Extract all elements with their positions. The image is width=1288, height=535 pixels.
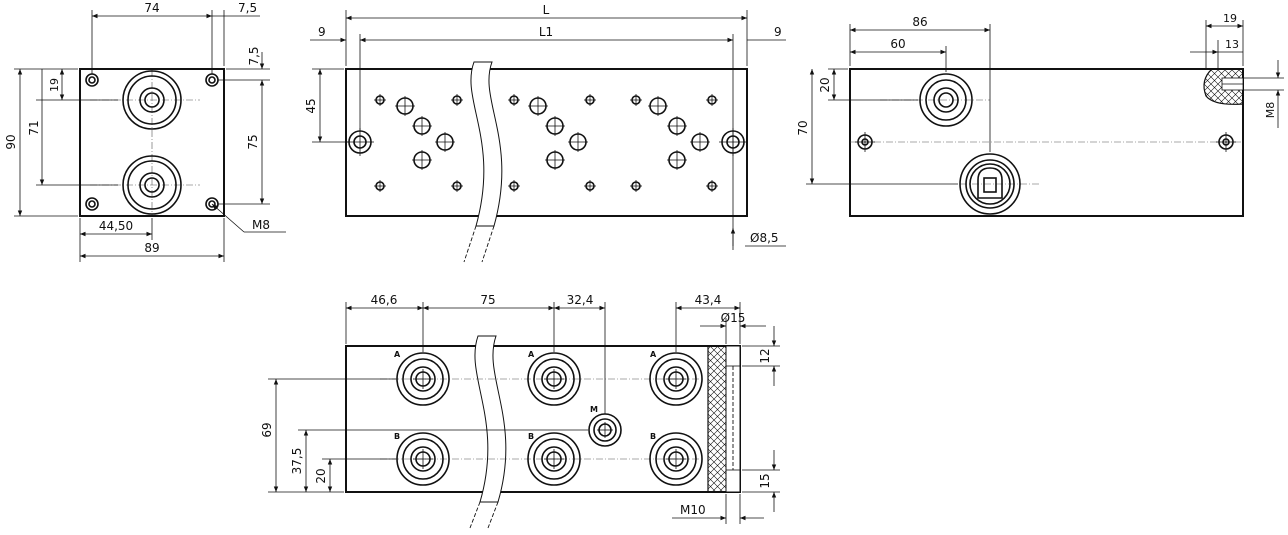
port-tag-b3: B: [650, 432, 656, 441]
end-view: 74 7,5 7,5 75 90 71 19 44,50 89: [4, 1, 286, 262]
dim-70: 70: [796, 120, 810, 135]
dim-44-50: 44,50: [99, 219, 133, 233]
dim-60: 60: [890, 37, 905, 51]
dim-9-left: 9: [318, 25, 326, 39]
dim-90: 90: [4, 134, 18, 149]
dim-19-side: 19: [1223, 12, 1237, 25]
dim-86: 86: [912, 15, 927, 29]
side-port-lower: [959, 153, 1021, 215]
dim-74: 74: [144, 1, 159, 15]
thread-m8-end: M8: [252, 218, 270, 232]
dim-71: 71: [27, 120, 41, 135]
end-port-lower: [122, 155, 182, 215]
dim-dia-8-5: Ø8,5: [750, 231, 779, 245]
dim-19: 19: [48, 78, 61, 92]
thread-m8-side: M8: [1264, 102, 1277, 119]
dim-75: 75: [246, 134, 260, 149]
front-port-b3: [649, 432, 703, 486]
dim-37-5: 37,5: [290, 448, 304, 475]
side-mount-holes: [855, 132, 1236, 152]
port-tag-b2: B: [528, 432, 534, 441]
front-view: A A A B B B M 46,6 75 32,4 43,4 Ø15 12: [260, 293, 780, 529]
front-port-m: [588, 413, 622, 447]
front-port-a1: [396, 352, 450, 406]
top-view-break: [470, 61, 503, 227]
dim-7-5-top: 7,5: [238, 1, 257, 15]
port-tag-m: M: [590, 405, 598, 414]
dim-32-4: 32,4: [567, 293, 594, 307]
dim-9-right: 9: [774, 25, 782, 39]
end-port-upper: [122, 70, 182, 130]
front-port-a2: [527, 352, 581, 406]
dim-dia-15: Ø15: [721, 311, 746, 325]
dim-69: 69: [260, 422, 274, 437]
dim-46-6: 46,6: [371, 293, 398, 307]
dim-75-pitch: 75: [480, 293, 495, 307]
port-tag-a3: A: [650, 350, 657, 359]
front-port-b2: [527, 432, 581, 486]
dim-20-side: 20: [818, 77, 832, 92]
end-view-outline: [79, 68, 225, 217]
dim-15: 15: [758, 473, 772, 488]
side-section-detail: [1203, 68, 1244, 105]
top-view: L L1 9 9 45 Ø8,5: [304, 3, 786, 263]
side-view-outline: [849, 68, 1244, 217]
port-tag-a2: A: [528, 350, 535, 359]
dim-20-front: 20: [314, 468, 328, 483]
front-port-a3: [649, 352, 703, 406]
dim-7-5-side: 7,5: [247, 46, 261, 65]
dim-13-side: 13: [1225, 38, 1239, 51]
top-port-holes: [395, 96, 710, 170]
side-view: 86 60 20 70 19 13 M8: [796, 12, 1284, 217]
port-tag-b1: B: [394, 432, 400, 441]
front-view-break: [474, 335, 507, 503]
front-end-section: [707, 345, 741, 493]
dim-12: 12: [758, 348, 772, 363]
thread-m10: M10: [680, 503, 706, 517]
top-view-outline: [345, 68, 748, 217]
side-port-upper: [919, 73, 973, 127]
dim-45: 45: [304, 98, 318, 113]
dim-43-4: 43,4: [695, 293, 722, 307]
front-port-b1: [396, 432, 450, 486]
dim-89: 89: [144, 241, 159, 255]
dim-l1: L1: [539, 25, 553, 39]
top-small-holes: [374, 94, 718, 192]
top-mount-hole-left: [346, 128, 374, 156]
port-tag-a1: A: [394, 350, 401, 359]
dim-l: L: [543, 3, 550, 17]
